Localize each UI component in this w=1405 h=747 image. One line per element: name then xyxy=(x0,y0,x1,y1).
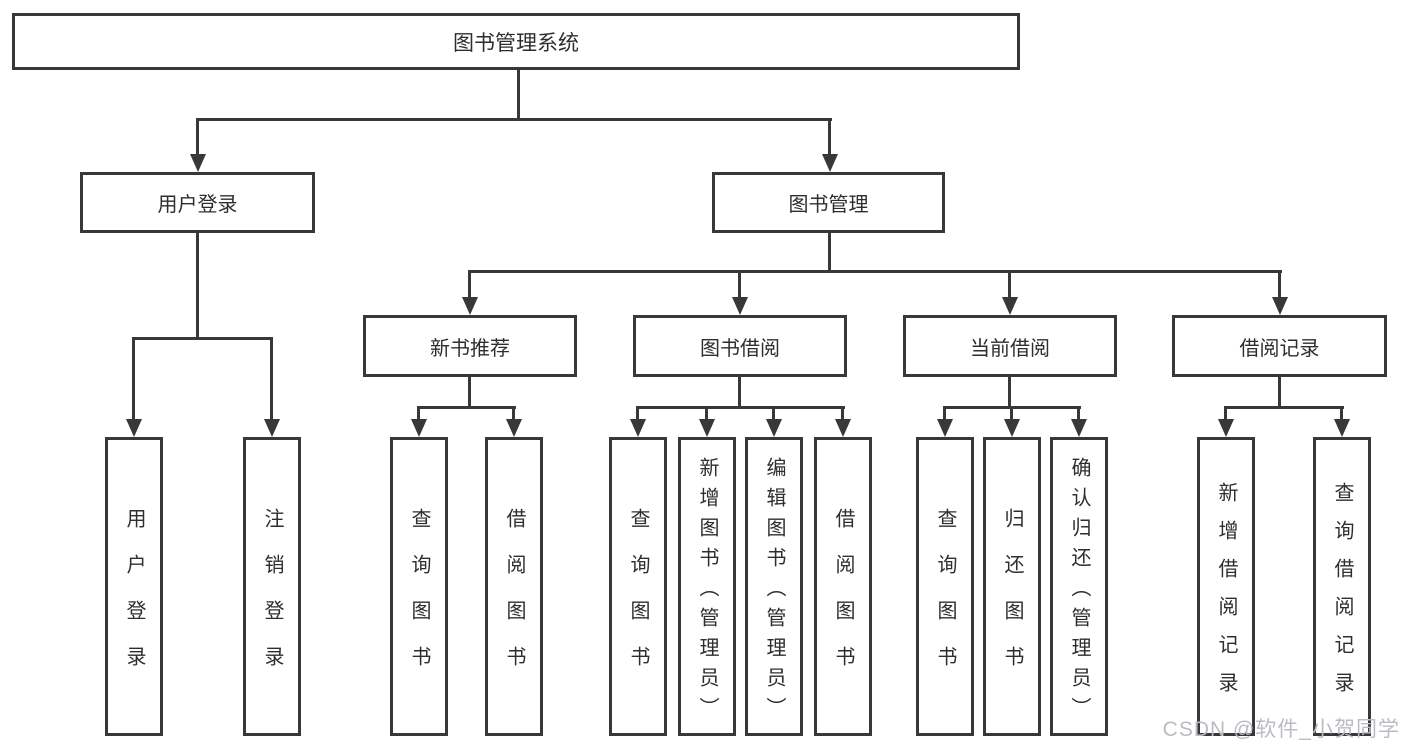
connector-line xyxy=(1278,270,1281,300)
node-label: 图书借阅 xyxy=(700,337,780,360)
node-add-book-admin: 新增图书（管理员） xyxy=(678,437,736,736)
arrow-down-icon xyxy=(822,154,838,172)
connector-line xyxy=(1008,270,1011,300)
arrow-down-icon xyxy=(630,419,646,437)
node-label: 新书推荐 xyxy=(430,337,510,360)
node-label: 查询图书 xyxy=(627,507,649,692)
connector-line xyxy=(512,406,515,421)
node-label: 注销登录 xyxy=(261,507,283,692)
node-user-login-branch: 用户登录 xyxy=(80,172,315,233)
node-label: 归还图书 xyxy=(1001,507,1023,692)
connector-line xyxy=(1008,377,1011,408)
connector-line xyxy=(1010,406,1013,421)
connector-line xyxy=(196,118,832,121)
connector-line xyxy=(828,118,831,156)
connector-line xyxy=(417,406,516,409)
arrow-down-icon xyxy=(1218,419,1234,437)
connector-line xyxy=(468,270,471,300)
node-query-books: 查询图书 xyxy=(390,437,448,736)
node-library-management-system: 图书管理系统 xyxy=(12,13,1020,70)
connector-line xyxy=(196,118,199,156)
node-label: 借阅图书 xyxy=(503,507,525,692)
connector-line xyxy=(468,377,471,408)
node-query-borrow-record: 查询借阅记录 xyxy=(1313,437,1371,736)
node-label: 查询借阅记录 xyxy=(1331,481,1353,710)
connector-line xyxy=(1278,377,1281,408)
node-label: 查询图书 xyxy=(408,507,430,692)
arrow-down-icon xyxy=(1334,419,1350,437)
arrow-down-icon xyxy=(732,297,748,315)
connector-line xyxy=(841,406,844,421)
watermark: CSDN @软件_小贺同学 xyxy=(1162,718,1400,741)
arrow-down-icon xyxy=(1004,419,1020,437)
node-label: 新增借阅记录 xyxy=(1215,481,1237,710)
connector-line xyxy=(1224,406,1344,409)
arrow-down-icon xyxy=(264,419,280,437)
connector-line xyxy=(705,406,708,421)
node-book-management: 图书管理 xyxy=(712,172,945,233)
node-borrow-books: 借阅图书 xyxy=(814,437,872,736)
node-edit-book-admin: 编辑图书（管理员） xyxy=(745,437,803,736)
node-add-borrow-record: 新增借阅记录 xyxy=(1197,437,1255,736)
node-user-login: 用户登录 xyxy=(105,437,163,736)
node-logout: 注销登录 xyxy=(243,437,301,736)
node-label: 用户登录 xyxy=(123,507,145,692)
connector-line xyxy=(468,270,1282,273)
connector-line xyxy=(636,406,845,409)
arrow-down-icon xyxy=(1002,297,1018,315)
node-label: 确认归还（管理员） xyxy=(1068,456,1090,727)
node-confirm-return-admin: 确认归还（管理员） xyxy=(1050,437,1108,736)
arrow-down-icon xyxy=(462,297,478,315)
arrow-down-icon xyxy=(126,419,142,437)
node-label: 图书管理系统 xyxy=(453,31,579,55)
node-current-borrowing: 当前借阅 xyxy=(903,315,1117,377)
arrow-down-icon xyxy=(1272,297,1288,315)
connector-line xyxy=(943,406,946,421)
node-new-book-recommend: 新书推荐 xyxy=(363,315,577,377)
arrow-down-icon xyxy=(1071,419,1087,437)
node-label: 新增图书（管理员） xyxy=(696,456,718,727)
connector-line xyxy=(636,406,639,421)
connector-line xyxy=(828,233,831,273)
connector-line xyxy=(738,270,741,300)
node-book-borrowing: 图书借阅 xyxy=(633,315,847,377)
connector-line xyxy=(1340,406,1343,421)
arrow-down-icon xyxy=(835,419,851,437)
connector-line xyxy=(772,406,775,421)
node-label: 当前借阅 xyxy=(970,337,1050,360)
node-label: 借阅图书 xyxy=(832,507,854,692)
node-label: 借阅记录 xyxy=(1239,337,1320,360)
node-borrowing-records: 借阅记录 xyxy=(1172,315,1387,377)
arrow-down-icon xyxy=(190,154,206,172)
arrow-down-icon xyxy=(506,419,522,437)
node-query-books: 查询图书 xyxy=(609,437,667,736)
arrow-down-icon xyxy=(411,419,427,437)
node-label: 查询图书 xyxy=(934,507,956,692)
arrow-down-icon xyxy=(937,419,953,437)
node-label: 用户登录 xyxy=(157,194,238,216)
connector-line xyxy=(196,233,199,340)
arrow-down-icon xyxy=(766,419,782,437)
connector-line xyxy=(1224,406,1227,421)
node-borrow-books: 借阅图书 xyxy=(485,437,543,736)
node-label: 编辑图书（管理员） xyxy=(763,456,785,727)
arrow-down-icon xyxy=(699,419,715,437)
connector-line xyxy=(132,337,135,421)
node-label: 图书管理 xyxy=(788,194,869,216)
node-return-books: 归还图书 xyxy=(983,437,1041,736)
connector-line xyxy=(132,337,273,340)
connector-line xyxy=(738,377,741,408)
node-query-books: 查询图书 xyxy=(916,437,974,736)
connector-line xyxy=(517,70,520,120)
connector-line xyxy=(417,406,420,421)
connector-line xyxy=(270,337,273,421)
connector-line xyxy=(1077,406,1080,421)
